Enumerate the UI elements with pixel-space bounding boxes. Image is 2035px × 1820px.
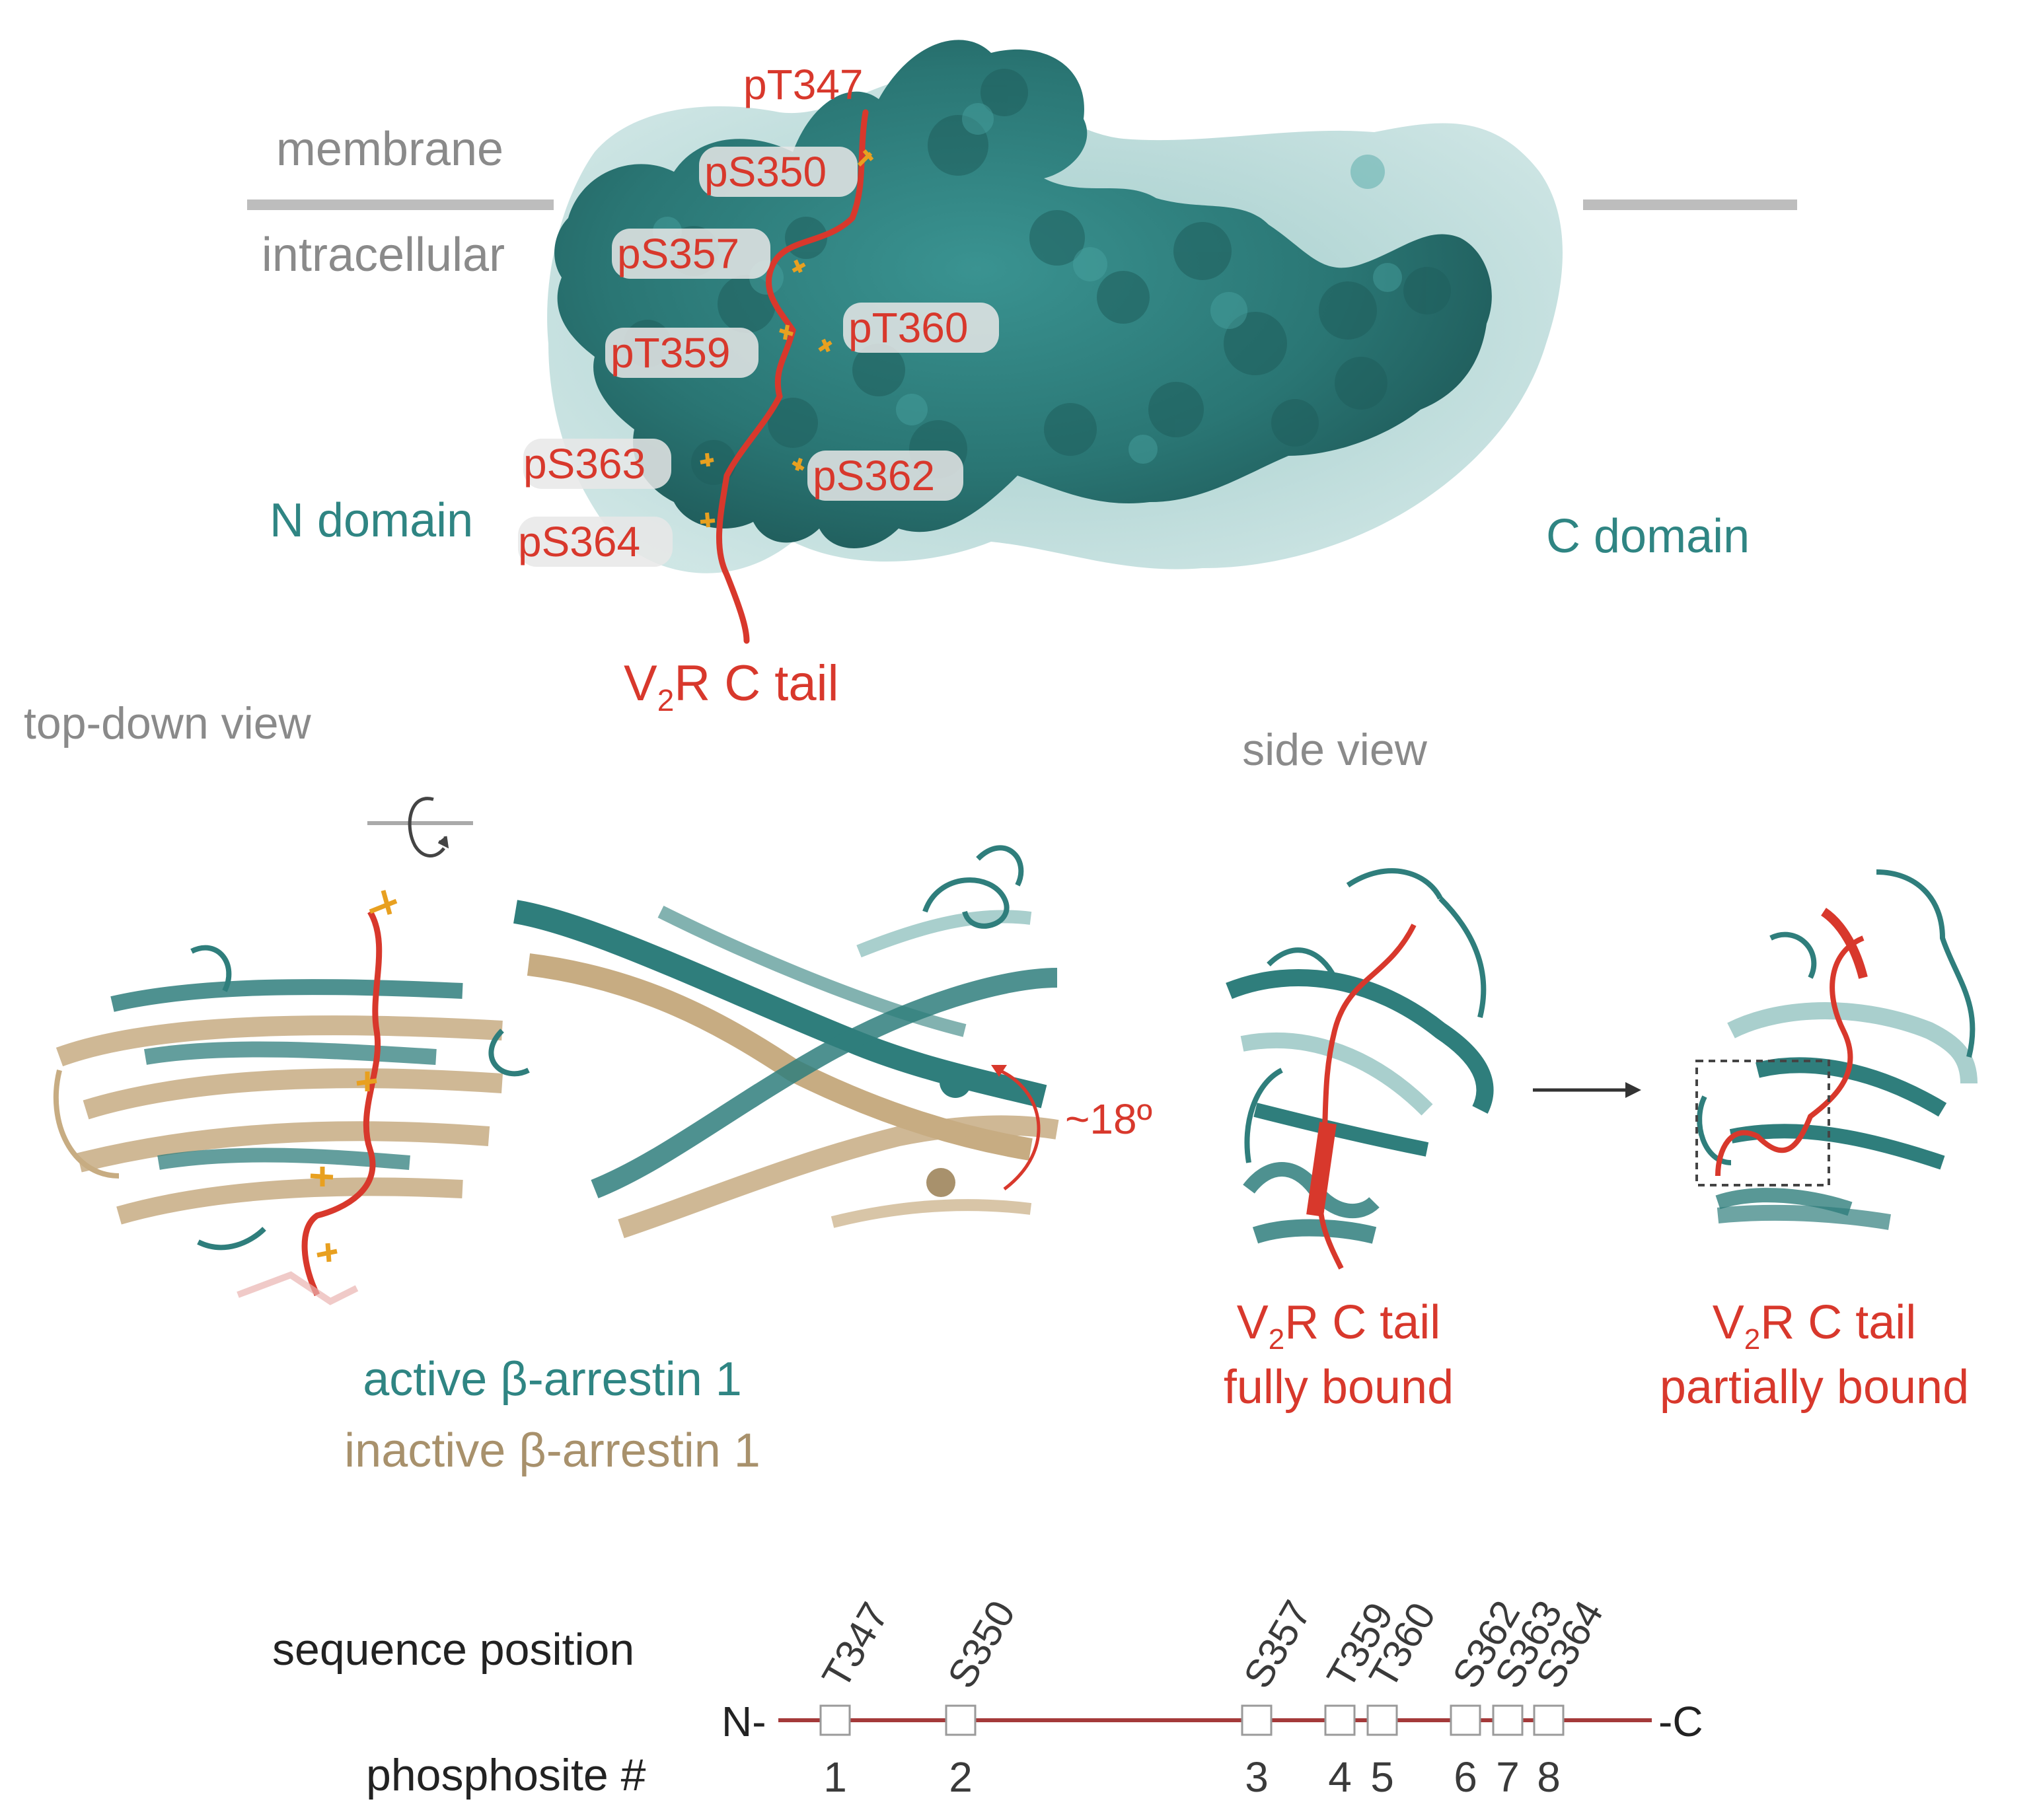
phosphosite-label-pT359: pT359 — [610, 329, 730, 377]
membrane-label: membrane — [276, 123, 503, 176]
c-domain-label: C domain — [1546, 510, 1750, 563]
phosphosite-number-2: 2 — [949, 1753, 973, 1801]
fully-bound-label-line1: V2R C tail — [1237, 1296, 1441, 1356]
phosphosite-box-S363 — [1492, 1704, 1524, 1736]
partially-bound-label-line2: partially bound — [1660, 1361, 1969, 1414]
rotation-icon — [367, 797, 473, 857]
phosphosite-box-S350 — [945, 1704, 977, 1736]
fully-bound-structure — [1226, 868, 1494, 1270]
intracellular-label: intracellular — [262, 229, 505, 281]
phospho-sticks-top — [700, 149, 874, 528]
phosphosite-number-label: phosphosite # — [366, 1750, 646, 1800]
phosphosite-label-pS363: pS363 — [523, 440, 646, 488]
partially-bound-structure — [1695, 869, 1978, 1230]
n-domain-ribbons — [53, 945, 503, 1251]
angle-label: ~18º — [1065, 1095, 1152, 1143]
sequence-site-label-S350: S350 — [939, 1593, 1023, 1696]
sequence-site-label-S357: S357 — [1235, 1593, 1319, 1696]
sequence-site-label-T347: T347 — [813, 1595, 897, 1696]
dashed-inset-box — [1695, 1060, 1830, 1186]
phosphosite-box-S362 — [1450, 1704, 1481, 1736]
phosphosite-number-3: 3 — [1245, 1753, 1269, 1801]
bottom-left-panel: top-down view — [24, 698, 1152, 1477]
v2r-tail-top — [716, 109, 869, 644]
inactive-arrestin-label: inactive β-arrestin 1 — [344, 1424, 760, 1477]
phosphosite-number-4: 4 — [1328, 1753, 1352, 1801]
sequence-position-label: sequence position — [272, 1624, 634, 1675]
top-down-view-label: top-down view — [24, 698, 312, 748]
sequence-schematic: sequence position phosphosite # N- -C T3… — [272, 1593, 1703, 1801]
phosphosite-box-T360 — [1366, 1704, 1398, 1736]
rotation-arc-head — [991, 1065, 1007, 1077]
v2r-tail-bottom-left — [301, 910, 383, 1297]
top-panel: membrane intracellular — [247, 40, 1797, 717]
phosphosite-box-S364 — [1533, 1704, 1565, 1736]
partially-bound-label-line1: V2R C tail — [1713, 1296, 1917, 1356]
rotation-arc — [998, 1068, 1041, 1190]
phosphosite-number-5: 5 — [1370, 1753, 1394, 1801]
v2r-tail-label-top: V2R C tail — [624, 655, 838, 717]
ghost-sticks-left — [237, 1271, 359, 1305]
side-view-label: side view — [1242, 725, 1428, 775]
phosphosite-box-S357 — [1241, 1704, 1273, 1736]
phosphosite-label-pS364: pS364 — [518, 518, 640, 565]
phosphosite-number-1: 1 — [823, 1753, 847, 1801]
tail-fully-bound — [1317, 924, 1417, 1270]
phospho-sticks-left — [310, 890, 398, 1262]
phosphosite-box-T359 — [1324, 1704, 1356, 1736]
active-arrestin-label: active β-arrestin 1 — [363, 1353, 742, 1406]
surface-highlights — [653, 103, 1402, 464]
phosphosite-label-pT360: pT360 — [848, 304, 968, 351]
active-c-terminal-ball — [940, 1066, 971, 1098]
c-terminus-label: -C — [1658, 1698, 1703, 1745]
phosphosite-labels: pT347 pS350 pS357 pT359 pT360 pS363 pS36… — [518, 61, 999, 567]
phosphosite-label-pS350: pS350 — [704, 148, 827, 196]
c-domain-ribbons — [488, 845, 1059, 1239]
phosphosite-number-7: 7 — [1496, 1753, 1520, 1801]
phosphosite-label-pS362: pS362 — [813, 452, 935, 499]
n-domain-label: N domain — [270, 494, 473, 547]
tail-partially-bound — [1715, 935, 1865, 1177]
phosphosite-label-pS357: pS357 — [617, 230, 739, 277]
bottom-right-panel: side view — [1224, 725, 1978, 1414]
phosphosite-number-8: 8 — [1537, 1753, 1561, 1801]
fully-bound-label-line2: fully bound — [1224, 1361, 1454, 1414]
phosphosite-box-T347 — [819, 1704, 851, 1736]
n-terminus-label: N- — [722, 1698, 766, 1745]
transition-arrow — [1533, 1082, 1641, 1098]
phosphosite-number-6: 6 — [1454, 1753, 1477, 1801]
phosphosite-label-pT347: pT347 — [743, 61, 863, 108]
inactive-c-terminal-ball — [926, 1168, 955, 1197]
